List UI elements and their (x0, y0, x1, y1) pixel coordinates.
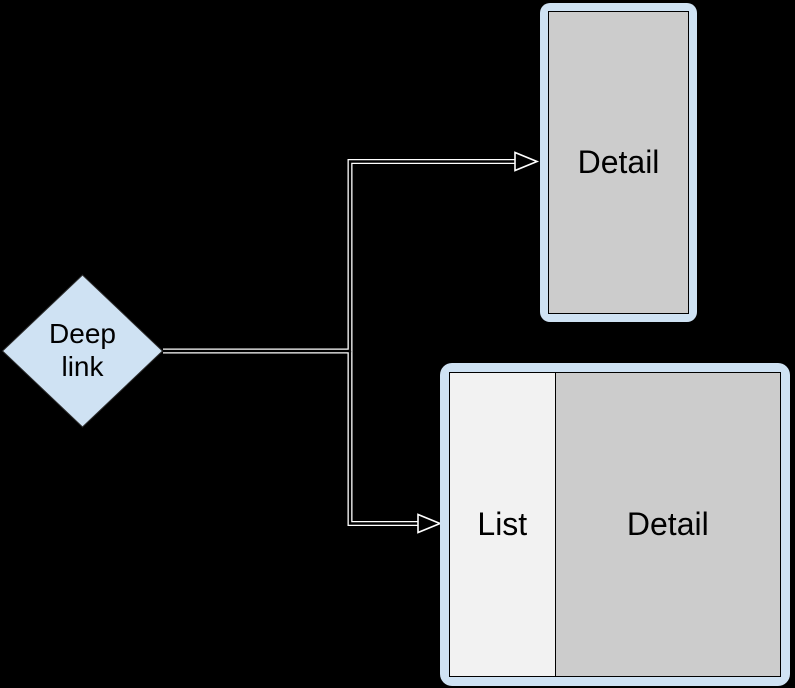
connector-to-list-detail (347, 351, 418, 526)
detail-screen-node: Detail (540, 3, 697, 322)
detail-pane-label: Detail (577, 144, 660, 180)
connector-to-list-detail-core (348, 351, 418, 525)
list-pane-label: List (477, 506, 528, 542)
detail-pane-wide-label: Detail (626, 506, 709, 542)
deep-link-label: Deep link (49, 318, 116, 382)
list-detail-panes: List Detail (449, 372, 781, 677)
connector-to-detail-core (163, 160, 516, 353)
list-detail-screen-node: List Detail (440, 363, 790, 686)
connector-to-detail (163, 159, 516, 354)
arrowhead-detail (514, 151, 540, 172)
detail-pane: Detail (548, 11, 689, 314)
arrowhead-list-detail (417, 513, 443, 534)
deep-link-diamond (1, 274, 164, 428)
list-pane: List (450, 373, 556, 676)
detail-pane-wide: Detail (555, 373, 780, 676)
